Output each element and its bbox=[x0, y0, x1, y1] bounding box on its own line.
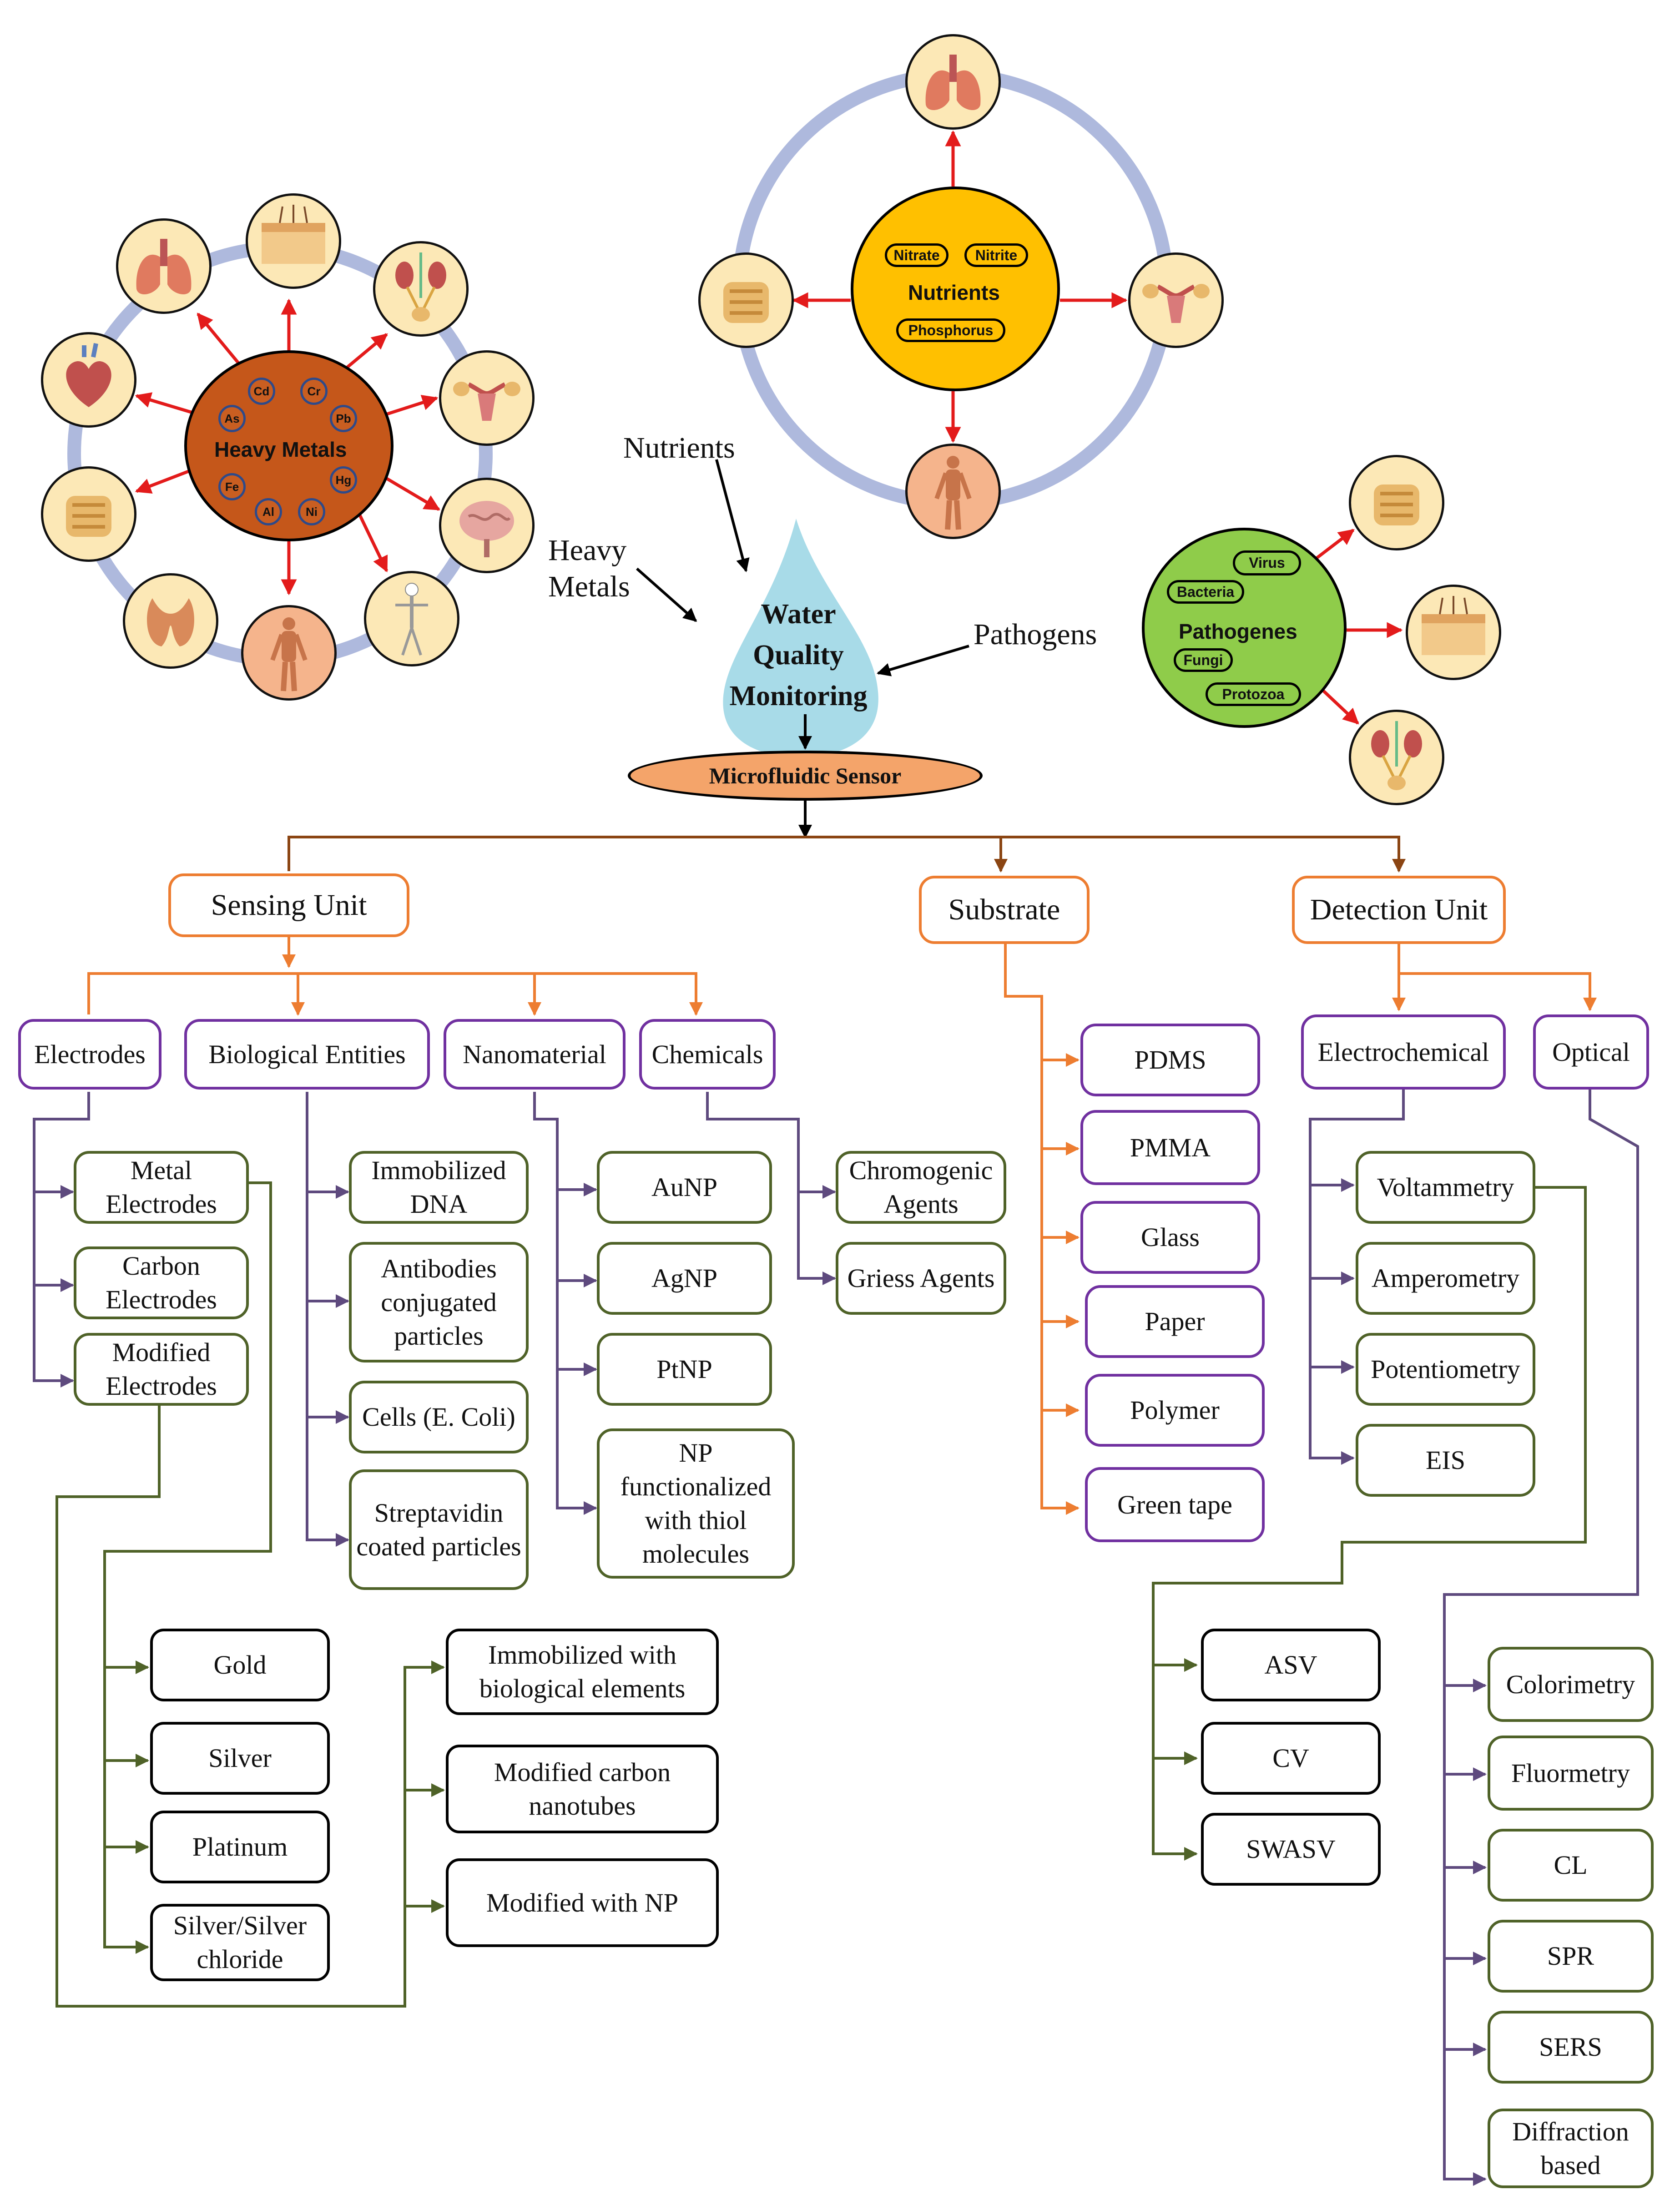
intestine-icon bbox=[698, 252, 794, 348]
thyroid-icon bbox=[123, 573, 218, 669]
aunp-box: AuNP bbox=[597, 1151, 772, 1224]
nutrients-hub: Nutrients bbox=[851, 187, 1060, 391]
nitrate-tag: Nitrate bbox=[885, 243, 948, 267]
nutrients-input-label: Nutrients bbox=[623, 431, 735, 464]
element-al: Al bbox=[255, 498, 282, 525]
heavy-metals-hub: Heavy Metals bbox=[184, 350, 394, 541]
diffraction-based-box: Diffraction based bbox=[1488, 2109, 1654, 2188]
element-cd: Cd bbox=[248, 378, 275, 405]
element-hg: Hg bbox=[330, 466, 357, 494]
optical-box: Optical bbox=[1533, 1014, 1649, 1090]
element-fe: Fe bbox=[218, 473, 246, 500]
pmma-box: PMMA bbox=[1080, 1110, 1260, 1185]
modified-np-box: Modified with NP bbox=[446, 1858, 719, 1947]
fluormetry-box: Fluormetry bbox=[1488, 1736, 1654, 1811]
antibodies-box: Antibodies conjugated particles bbox=[349, 1242, 529, 1362]
pdms-box: PDMS bbox=[1080, 1024, 1260, 1096]
modified-electrodes-box: Modified Electrodes bbox=[74, 1333, 249, 1406]
np-thiol-box: NP functionalized with thiol molecules bbox=[597, 1428, 795, 1579]
modified-cnt-box: Modified carbon nanotubes bbox=[446, 1745, 719, 1833]
gold-box: Gold bbox=[150, 1629, 330, 1701]
brain-icon bbox=[439, 478, 535, 573]
human-body-icon bbox=[241, 605, 337, 701]
nanomaterial-box: Nanomaterial bbox=[444, 1019, 626, 1090]
virus-tag: Virus bbox=[1233, 550, 1301, 575]
electrochemical-box: Electrochemical bbox=[1301, 1014, 1506, 1090]
uterus-icon bbox=[439, 350, 535, 446]
fungi-tag: Fungi bbox=[1174, 648, 1233, 672]
kidney-icon bbox=[373, 241, 469, 337]
silver-chloride-box: Silver/Silver chloride bbox=[150, 1904, 330, 1981]
microfluidic-sensor: Microfluidic Sensor bbox=[628, 751, 983, 801]
agnp-box: AgNP bbox=[597, 1242, 772, 1315]
pathogens-title: Pathogenes bbox=[1179, 620, 1297, 643]
cl-box: CL bbox=[1488, 1829, 1654, 1902]
glass-box: Glass bbox=[1080, 1201, 1260, 1274]
element-as: As bbox=[218, 405, 246, 432]
metal-electrodes-box: Metal Electrodes bbox=[74, 1151, 249, 1224]
immobilized-dna-box: Immobilized DNA bbox=[349, 1151, 529, 1224]
immobilized-bio-box: Immobilized with biological elements bbox=[446, 1629, 719, 1715]
skeleton-icon bbox=[364, 571, 459, 666]
element-ni: Ni bbox=[298, 498, 325, 525]
water-quality-monitoring-label: Water Quality Monitoring bbox=[729, 599, 868, 711]
nitrite-tag: Nitrite bbox=[964, 243, 1028, 267]
green-tape-box: Green tape bbox=[1085, 1467, 1265, 1542]
swasv-box: SWASV bbox=[1201, 1813, 1381, 1886]
protozoa-tag: Protozoa bbox=[1206, 682, 1301, 706]
human-body-icon bbox=[905, 444, 1001, 539]
eis-box: EIS bbox=[1356, 1424, 1535, 1497]
ptnp-box: PtNP bbox=[597, 1333, 772, 1406]
chemicals-box: Chemicals bbox=[639, 1019, 776, 1090]
griess-agents-box: Griess Agents bbox=[836, 1242, 1006, 1315]
skin-icon bbox=[1406, 585, 1501, 680]
cv-box: CV bbox=[1201, 1722, 1381, 1795]
cells-e-coli-box: Cells (E. Coli) bbox=[349, 1381, 529, 1453]
lungs-icon bbox=[116, 218, 212, 314]
intestine-icon bbox=[41, 466, 136, 562]
detection-unit-box: Detection Unit bbox=[1292, 876, 1506, 944]
intestine-icon bbox=[1349, 455, 1444, 550]
pathogens-input-label: Pathogens bbox=[974, 618, 1097, 651]
bacteria-tag: Bacteria bbox=[1167, 580, 1244, 604]
skin-icon bbox=[246, 193, 341, 289]
polymer-box: Polymer bbox=[1085, 1374, 1265, 1447]
electrodes-box: Electrodes bbox=[18, 1019, 161, 1090]
voltammetry-box: Voltammetry bbox=[1356, 1151, 1535, 1224]
heavy-metals-input-label: Heavy Metals bbox=[548, 534, 630, 603]
colorimetry-box: Colorimetry bbox=[1488, 1647, 1654, 1722]
sensing-unit-box: Sensing Unit bbox=[168, 873, 409, 937]
potentiometry-box: Potentiometry bbox=[1356, 1333, 1535, 1406]
platinum-box: Platinum bbox=[150, 1811, 330, 1883]
chromogenic-agents-box: Chromogenic Agents bbox=[836, 1151, 1006, 1224]
paper-box: Paper bbox=[1085, 1285, 1265, 1358]
amperometry-box: Amperometry bbox=[1356, 1242, 1535, 1315]
silver-box: Silver bbox=[150, 1722, 330, 1795]
biological-entities-box: Biological Entities bbox=[184, 1019, 430, 1090]
element-pb: Pb bbox=[330, 405, 357, 432]
substrate-box: Substrate bbox=[919, 876, 1090, 944]
streptavidin-box: Streptavidin coated particles bbox=[349, 1469, 529, 1590]
phosphorus-tag: Phosphorus bbox=[896, 318, 1005, 342]
kidney-icon bbox=[1349, 710, 1444, 805]
nutrients-title: Nutrients bbox=[908, 281, 1000, 304]
heavy-metals-title: Heavy Metals bbox=[214, 438, 347, 461]
asv-box: ASV bbox=[1201, 1629, 1381, 1701]
water-drop bbox=[723, 519, 878, 758]
uterus-icon bbox=[1128, 252, 1224, 348]
lungs-icon bbox=[905, 34, 1001, 130]
sers-box: SERS bbox=[1488, 2011, 1654, 2084]
heart-icon bbox=[41, 332, 136, 428]
element-cr: Cr bbox=[300, 378, 328, 405]
carbon-electrodes-box: Carbon Electrodes bbox=[74, 1246, 249, 1319]
spr-box: SPR bbox=[1488, 1920, 1654, 1993]
